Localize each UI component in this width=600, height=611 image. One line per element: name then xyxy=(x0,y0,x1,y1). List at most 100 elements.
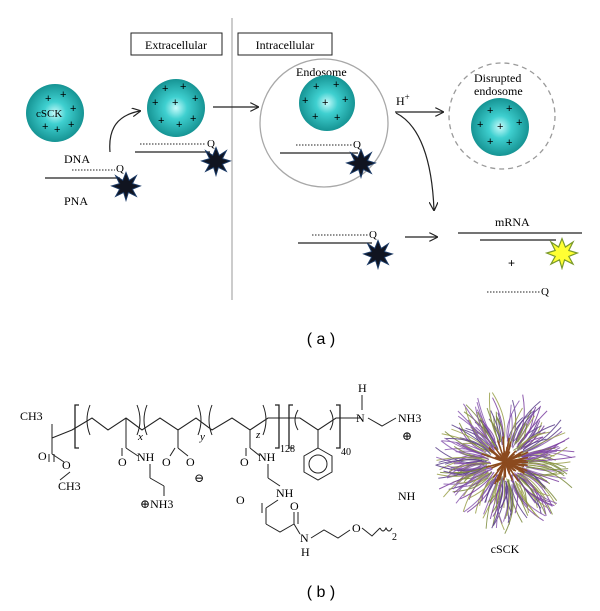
terminal-n: N xyxy=(356,411,365,425)
micelle-strand xyxy=(455,475,488,504)
micelle-strand xyxy=(519,472,553,507)
micelle-strand xyxy=(520,432,566,455)
micelle-strand xyxy=(525,430,563,453)
micelle-strand xyxy=(507,479,512,511)
quencher-star-icon xyxy=(363,239,393,269)
svg-text:+: + xyxy=(162,83,168,95)
micelle-strand xyxy=(522,466,566,479)
svg-text:+: + xyxy=(506,137,512,149)
pna-label: PNA xyxy=(64,194,88,208)
micelle-strand xyxy=(491,392,506,444)
micelle-strand xyxy=(516,482,529,513)
micelle-strand xyxy=(445,438,492,455)
micelle-strand xyxy=(510,417,517,443)
micelle-core-strand xyxy=(504,450,524,463)
micelle-strand xyxy=(504,480,514,534)
peg-h: H xyxy=(301,545,310,559)
amide-o-x: O xyxy=(118,455,127,469)
plus-sign: + xyxy=(508,256,515,270)
micelle-strand xyxy=(463,480,493,513)
micelle-strand xyxy=(443,470,487,498)
micelle-strand xyxy=(514,422,526,445)
terminal-nh3: NH3 xyxy=(398,411,421,425)
svg-text:+: + xyxy=(477,119,483,131)
micelle-strand xyxy=(528,460,567,468)
terminal-charge: ⊕ xyxy=(402,429,412,443)
mrna-label: mRNA xyxy=(495,215,530,229)
svg-text:+: + xyxy=(180,81,186,93)
amide-o-peg: O xyxy=(290,499,299,513)
nh-standalone: NH xyxy=(398,489,416,503)
micelle-strand xyxy=(515,473,555,507)
svg-text:+: + xyxy=(54,124,60,136)
svg-text:+: + xyxy=(516,117,522,129)
micelle-strand xyxy=(492,476,503,527)
disrupted-label-2: endosome xyxy=(474,84,523,98)
micelle-strand xyxy=(508,407,523,449)
peg-o: O xyxy=(352,521,361,535)
micelle-strand xyxy=(477,397,497,444)
carboxylate-charge: ⊖ xyxy=(194,471,204,485)
panel-b-label: ( b ) xyxy=(307,584,335,601)
quencher-star-icon xyxy=(346,148,376,178)
micelle-strand xyxy=(468,472,493,500)
svg-text:+: + xyxy=(60,89,66,101)
ester-o-2: O xyxy=(62,458,71,472)
micelle-strand xyxy=(483,482,497,515)
svg-text:+: + xyxy=(176,119,182,131)
intracellular-box xyxy=(237,32,333,56)
micelle-strand xyxy=(459,471,495,500)
svg-text:+: + xyxy=(302,95,308,107)
subscript-y: y xyxy=(199,431,205,443)
micelle-strand xyxy=(457,415,495,451)
cSCK-label: cSCK xyxy=(36,108,62,120)
proton-label: H+ xyxy=(396,92,410,108)
micelle-strand xyxy=(441,440,490,457)
micelle-core-strand xyxy=(498,461,506,481)
endosome-membrane xyxy=(259,58,389,188)
micelle-strand xyxy=(477,411,499,451)
cSCK-particle-icon xyxy=(299,75,355,131)
q-label-3: Q xyxy=(353,139,361,151)
svg-text:+: + xyxy=(506,103,512,115)
q-label-2: Q xyxy=(207,138,215,150)
svg-text:+: + xyxy=(158,115,164,127)
micelle-strand xyxy=(495,483,503,529)
disrupted-endosome-membrane xyxy=(448,62,556,170)
cSCK-particle-icon xyxy=(147,79,205,137)
subscript-x: x xyxy=(137,431,143,443)
nh-x: NH xyxy=(137,450,155,464)
micelle-core-strand xyxy=(494,456,506,463)
svg-text:+: + xyxy=(322,97,328,109)
micelle-strand xyxy=(444,431,491,457)
svg-text:+: + xyxy=(152,97,158,109)
micelle-strand xyxy=(448,462,491,472)
disrupted-label-1: Disrupted xyxy=(474,71,521,85)
micelle-strand xyxy=(511,484,528,519)
micelle-strand xyxy=(513,482,529,516)
micelle-strand xyxy=(513,423,528,451)
panel-a-label: ( a ) xyxy=(307,331,335,348)
micelle-strand xyxy=(465,467,492,487)
micelle-core-strand xyxy=(504,452,508,463)
carboxylate-o-2: O xyxy=(186,455,195,469)
micelle-strand xyxy=(466,474,498,513)
arrow-release xyxy=(395,112,434,210)
micelle-strand xyxy=(446,464,485,470)
cSCK-particle-icon xyxy=(26,84,84,142)
svg-text:+: + xyxy=(342,94,348,106)
micelle-strand xyxy=(488,476,502,507)
micelle-strand xyxy=(448,471,489,490)
ammonium-x: ⊕NH3 xyxy=(140,497,173,511)
particle-2-charges: + + + + + + + + xyxy=(152,81,198,131)
svg-text:+: + xyxy=(312,111,318,123)
peg-subscript: 2 xyxy=(392,532,397,543)
arrow-complexation xyxy=(109,111,140,153)
panel-b: CH3 O O CH3 128 x O NH ⊕NH3 y xyxy=(20,381,576,601)
panel-a: Extracellular Intracellular cSCK + + + +… xyxy=(26,18,582,348)
q-label-4: Q xyxy=(369,229,377,241)
particle-1-charges: + + + + + + xyxy=(42,89,76,136)
micelle-strand xyxy=(454,468,493,496)
micelle-strand xyxy=(512,394,525,443)
nh-z-1: NH xyxy=(258,450,276,464)
